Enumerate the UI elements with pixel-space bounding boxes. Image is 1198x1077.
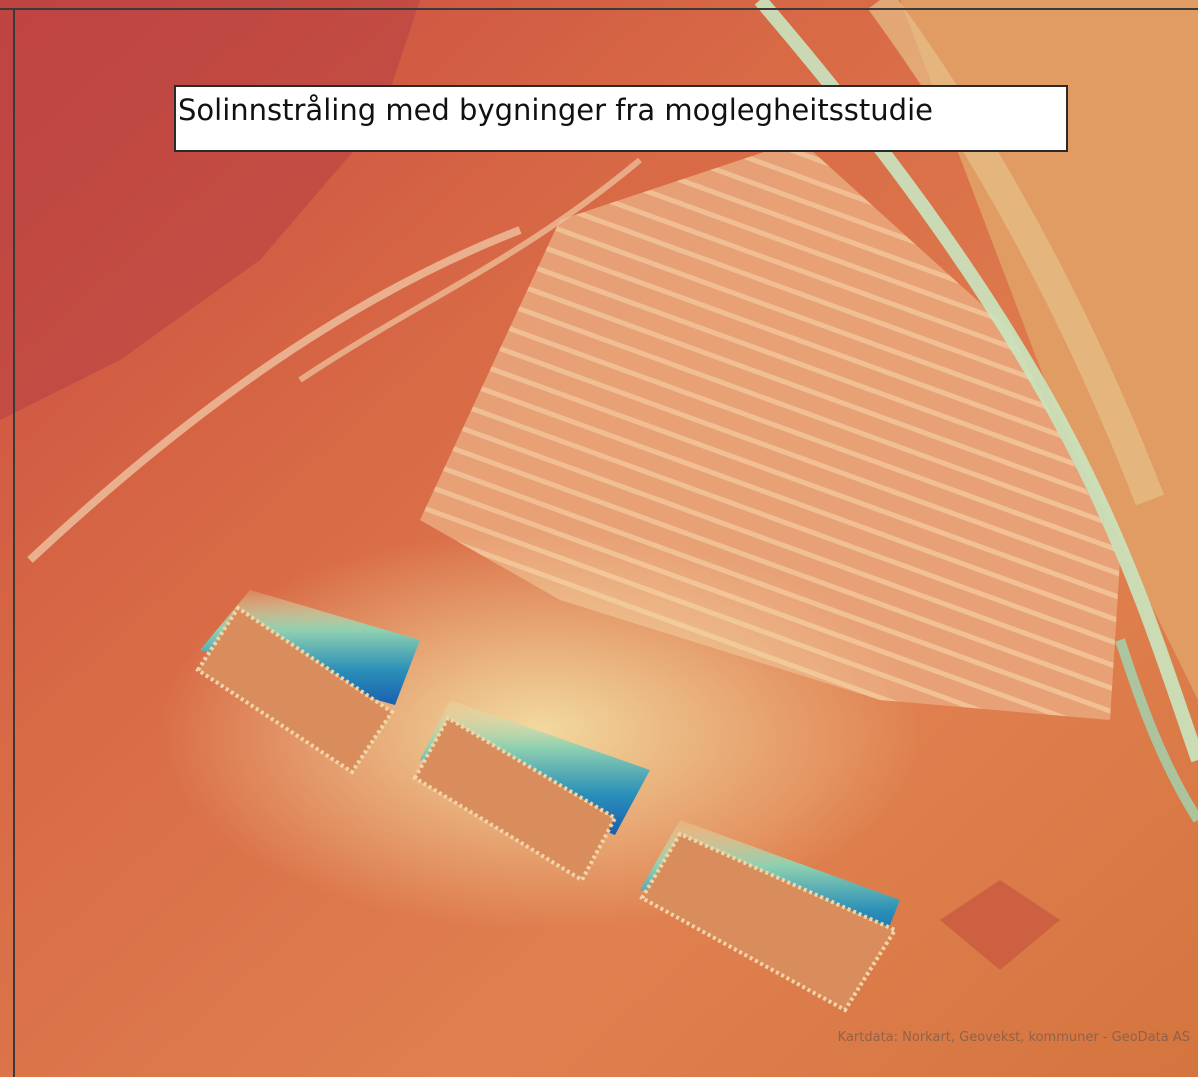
building-west[interactable] (195, 605, 395, 775)
shadow-west (200, 590, 420, 705)
map-attribution: Kartdata: Norkart, Geovekst, kommuner - … (837, 1030, 1190, 1045)
road-east-inner (867, 0, 1164, 506)
frame-border-left (13, 8, 15, 1077)
tree-row (1115, 638, 1198, 823)
map-title: Solinnstråling med bygninger fra moglegh… (174, 85, 1068, 152)
building-middle[interactable] (412, 715, 618, 883)
track-north (298, 157, 642, 383)
building-east[interactable] (639, 831, 898, 1013)
right-field (900, 0, 1198, 700)
farm-structures (940, 880, 1060, 970)
shadow-middle (420, 700, 650, 835)
track-west (27, 226, 522, 563)
frame-border-top (0, 8, 1198, 10)
